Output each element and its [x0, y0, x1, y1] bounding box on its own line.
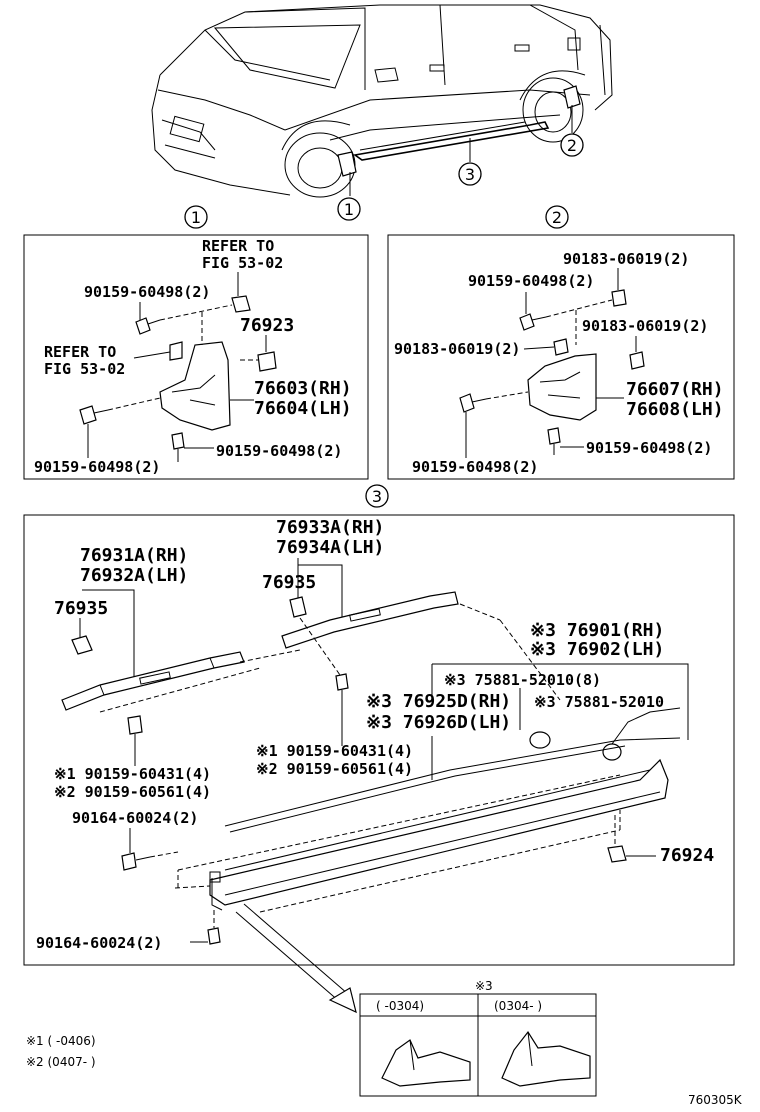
- part-75881-52010: ※3 75881-52010: [534, 693, 664, 711]
- panel-1-callout: [184, 205, 208, 229]
- bolt-part: [335, 673, 349, 702]
- retainer-76935: [71, 635, 93, 655]
- part-90159-60498: 90159-60498(2): [34, 458, 160, 476]
- nut-part: [553, 338, 569, 356]
- mudguard-front: [159, 341, 231, 431]
- bolt-part: [547, 427, 561, 455]
- part-90159-60561: ※2 90159-60561(4): [256, 760, 413, 778]
- screw-90164: [207, 927, 221, 945]
- part-90159-60498: 90159-60498(2): [216, 442, 342, 460]
- part-90159-60498: 90159-60498(2): [412, 458, 538, 476]
- refer-fig-label: FIG 53-02: [202, 254, 283, 272]
- part-75881-52010: ※3 75881-52010(8): [444, 671, 601, 689]
- car-illustration: 1 2 3: [151, 4, 613, 221]
- part-76935: 76935: [54, 598, 108, 619]
- part-90183-06019: 90183-06019(2): [394, 340, 520, 358]
- inset-col-1: ( -0304): [376, 999, 424, 1013]
- legend-note-1: ※1 ( -0406): [26, 1034, 96, 1048]
- refer-to-label: REFER TO: [44, 343, 116, 361]
- callout-1-car: [337, 197, 361, 221]
- bolt-part: [171, 432, 185, 462]
- part-76931a-rh: 76931A(RH): [80, 545, 188, 566]
- nut-part: [611, 289, 627, 307]
- inset-col-2: (0304- ): [494, 999, 542, 1013]
- callout-1-car-text: 1: [344, 200, 354, 219]
- inset-note: ※3: [475, 979, 493, 993]
- refer-fig-label: FIG 53-02: [44, 360, 125, 378]
- part-76901-rh: ※3 76901(RH): [530, 620, 664, 641]
- callout-2-car: [560, 133, 584, 157]
- part-90159-60431: ※1 90159-60431(4): [54, 765, 211, 783]
- bolt-part: [519, 313, 547, 331]
- part-90164-60024: 90164-60024(2): [36, 934, 162, 952]
- figure-code: 760305K: [688, 1093, 743, 1107]
- moulding-end-variant-1: [381, 1039, 471, 1087]
- panel-1-box: [23, 234, 369, 480]
- nut-76924: [607, 845, 627, 863]
- part-76926d-lh: ※3 76926D(LH): [366, 712, 511, 733]
- panel-1-callout-text: 1: [191, 208, 201, 227]
- part-76902-lh: ※3 76902(LH): [530, 639, 664, 660]
- part-90159-60561: ※2 90159-60561(4): [54, 783, 211, 801]
- part-76604-lh: 76604(LH): [254, 398, 352, 419]
- part-90183-06019: 90183-06019(2): [563, 250, 689, 268]
- inset-arrow: [235, 903, 357, 1014]
- bolt-part: [127, 715, 143, 746]
- bolt-part: [135, 317, 161, 335]
- panel-3-box: [23, 514, 735, 966]
- part-90183-06019: 90183-06019(2): [582, 317, 708, 335]
- bolt-part: [459, 393, 487, 413]
- moulding-end-variant-2: [501, 1030, 591, 1087]
- part-76932a-lh: 76932A(LH): [80, 565, 188, 586]
- panel-1: REFER TO FIG 53-02 90159-60498(2) 76923 …: [34, 237, 352, 476]
- part-90159-60431: ※1 90159-60431(4): [256, 742, 413, 760]
- part-76934a-lh: 76934A(LH): [276, 537, 384, 558]
- callout-3-car-text: 3: [465, 165, 475, 184]
- inset-variants: ※3 ( -0304) (0304- ): [359, 979, 597, 1097]
- refer-to-label: REFER TO: [202, 237, 274, 255]
- part-76923: 76923: [240, 315, 294, 336]
- clip-75881: [529, 731, 551, 749]
- panel-2-box: [387, 234, 735, 480]
- part-76607-rh: 76607(RH): [626, 379, 724, 400]
- rocker-moulding: [209, 737, 681, 911]
- panel-3: 76933A(RH) 76934A(LH) 76931A(RH) 76932A(…: [36, 517, 714, 952]
- bolt-part: [79, 405, 109, 425]
- mudguard-rear: [527, 353, 597, 421]
- part-90164-60024: 90164-60024(2): [72, 809, 198, 827]
- nut-part: [629, 351, 645, 370]
- part-76603-rh: 76603(RH): [254, 378, 352, 399]
- part-76925d-rh: ※3 76925D(RH): [366, 691, 511, 712]
- part-76608-lh: 76608(LH): [626, 399, 724, 420]
- part-76935: 76935: [262, 572, 316, 593]
- clip-part: [231, 295, 251, 313]
- clip-75881: [602, 743, 622, 761]
- bracket-76933a: [281, 591, 459, 649]
- panel-2-callout-text: 2: [552, 208, 562, 227]
- panel-3-callout-text: 3: [372, 487, 382, 506]
- nut-76923: [257, 351, 277, 372]
- part-90159-60498: 90159-60498(2): [586, 439, 712, 457]
- panel-2: 90183-06019(2) 90159-60498(2) 90183-0601…: [394, 250, 724, 476]
- part-90159-60498: 90159-60498(2): [84, 283, 210, 301]
- part-90159-60498: 90159-60498(2): [468, 272, 594, 290]
- panel-3-callout: [365, 484, 389, 508]
- screw-90164: [121, 852, 151, 871]
- clip-part: [169, 341, 183, 361]
- part-76924: 76924: [660, 845, 714, 866]
- callout-2-car-text: 2: [567, 136, 577, 155]
- legend-note-2: ※2 (0407- ): [26, 1055, 96, 1069]
- part-76933a-rh: 76933A(RH): [276, 517, 384, 538]
- callout-3-car: [458, 162, 482, 186]
- retainer-76935: [289, 596, 307, 618]
- panel-2-callout: [545, 205, 569, 229]
